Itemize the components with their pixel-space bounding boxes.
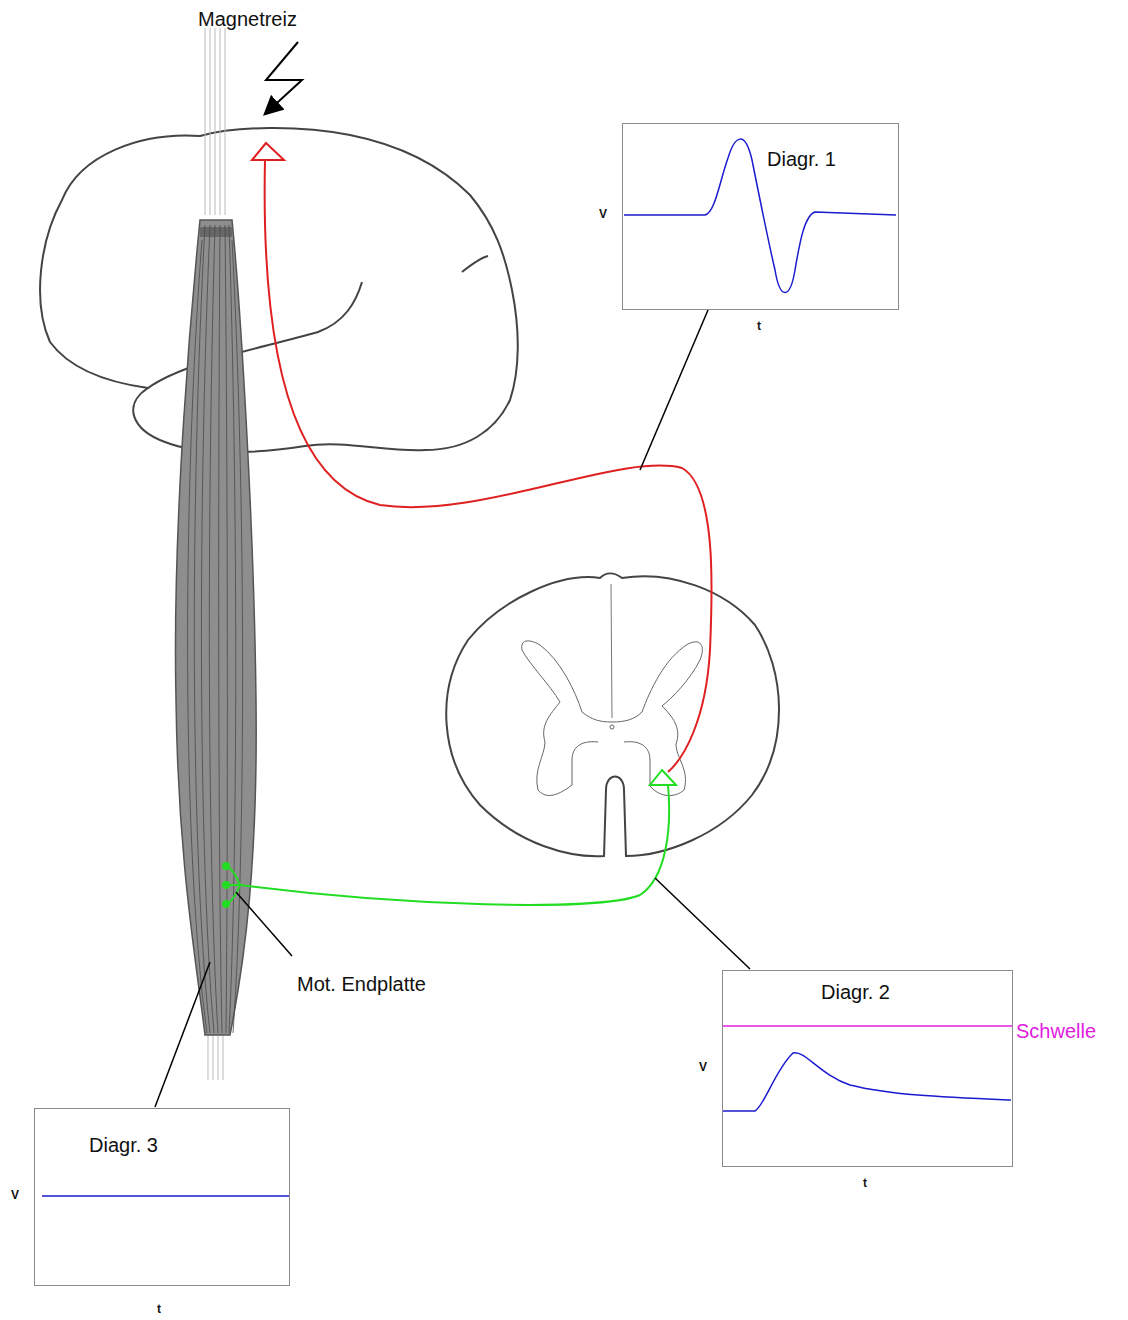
brain-outline — [40, 128, 518, 452]
plot-title: Diagr. 3 — [89, 1134, 158, 1157]
part-label: Mot. Endplatte — [297, 973, 426, 996]
axis-label: V — [699, 1060, 707, 1074]
plot-box: Diagr. 3 — [34, 1108, 290, 1286]
leader-lines — [155, 310, 750, 1107]
axis-label: V — [11, 1188, 19, 1202]
axis-label: t — [757, 319, 761, 333]
plot-box: Diagr. 1 — [622, 123, 899, 310]
upper-motor-neuron — [252, 143, 712, 772]
plot-title: Diagr. 2 — [821, 981, 890, 1004]
plot-box: Diagr. 2 — [722, 970, 1013, 1167]
axis-label: V — [599, 207, 607, 221]
stimulus-label: Magnetreiz — [198, 8, 297, 31]
epsp-trace — [723, 1053, 1011, 1111]
lower-motor-neuron — [222, 770, 676, 908]
plot-title: Diagr. 1 — [767, 148, 836, 171]
spinal-cord — [446, 574, 779, 857]
axis-label: t — [157, 1302, 161, 1316]
muscle — [175, 28, 256, 1080]
axis-label: t — [863, 1176, 867, 1190]
threshold-label: Schwelle — [1016, 1020, 1096, 1043]
stimulus-bolt — [266, 42, 302, 113]
threshold-line — [723, 1025, 1012, 1027]
flat-trace — [42, 1195, 289, 1197]
action-potential-trace — [624, 139, 896, 292]
